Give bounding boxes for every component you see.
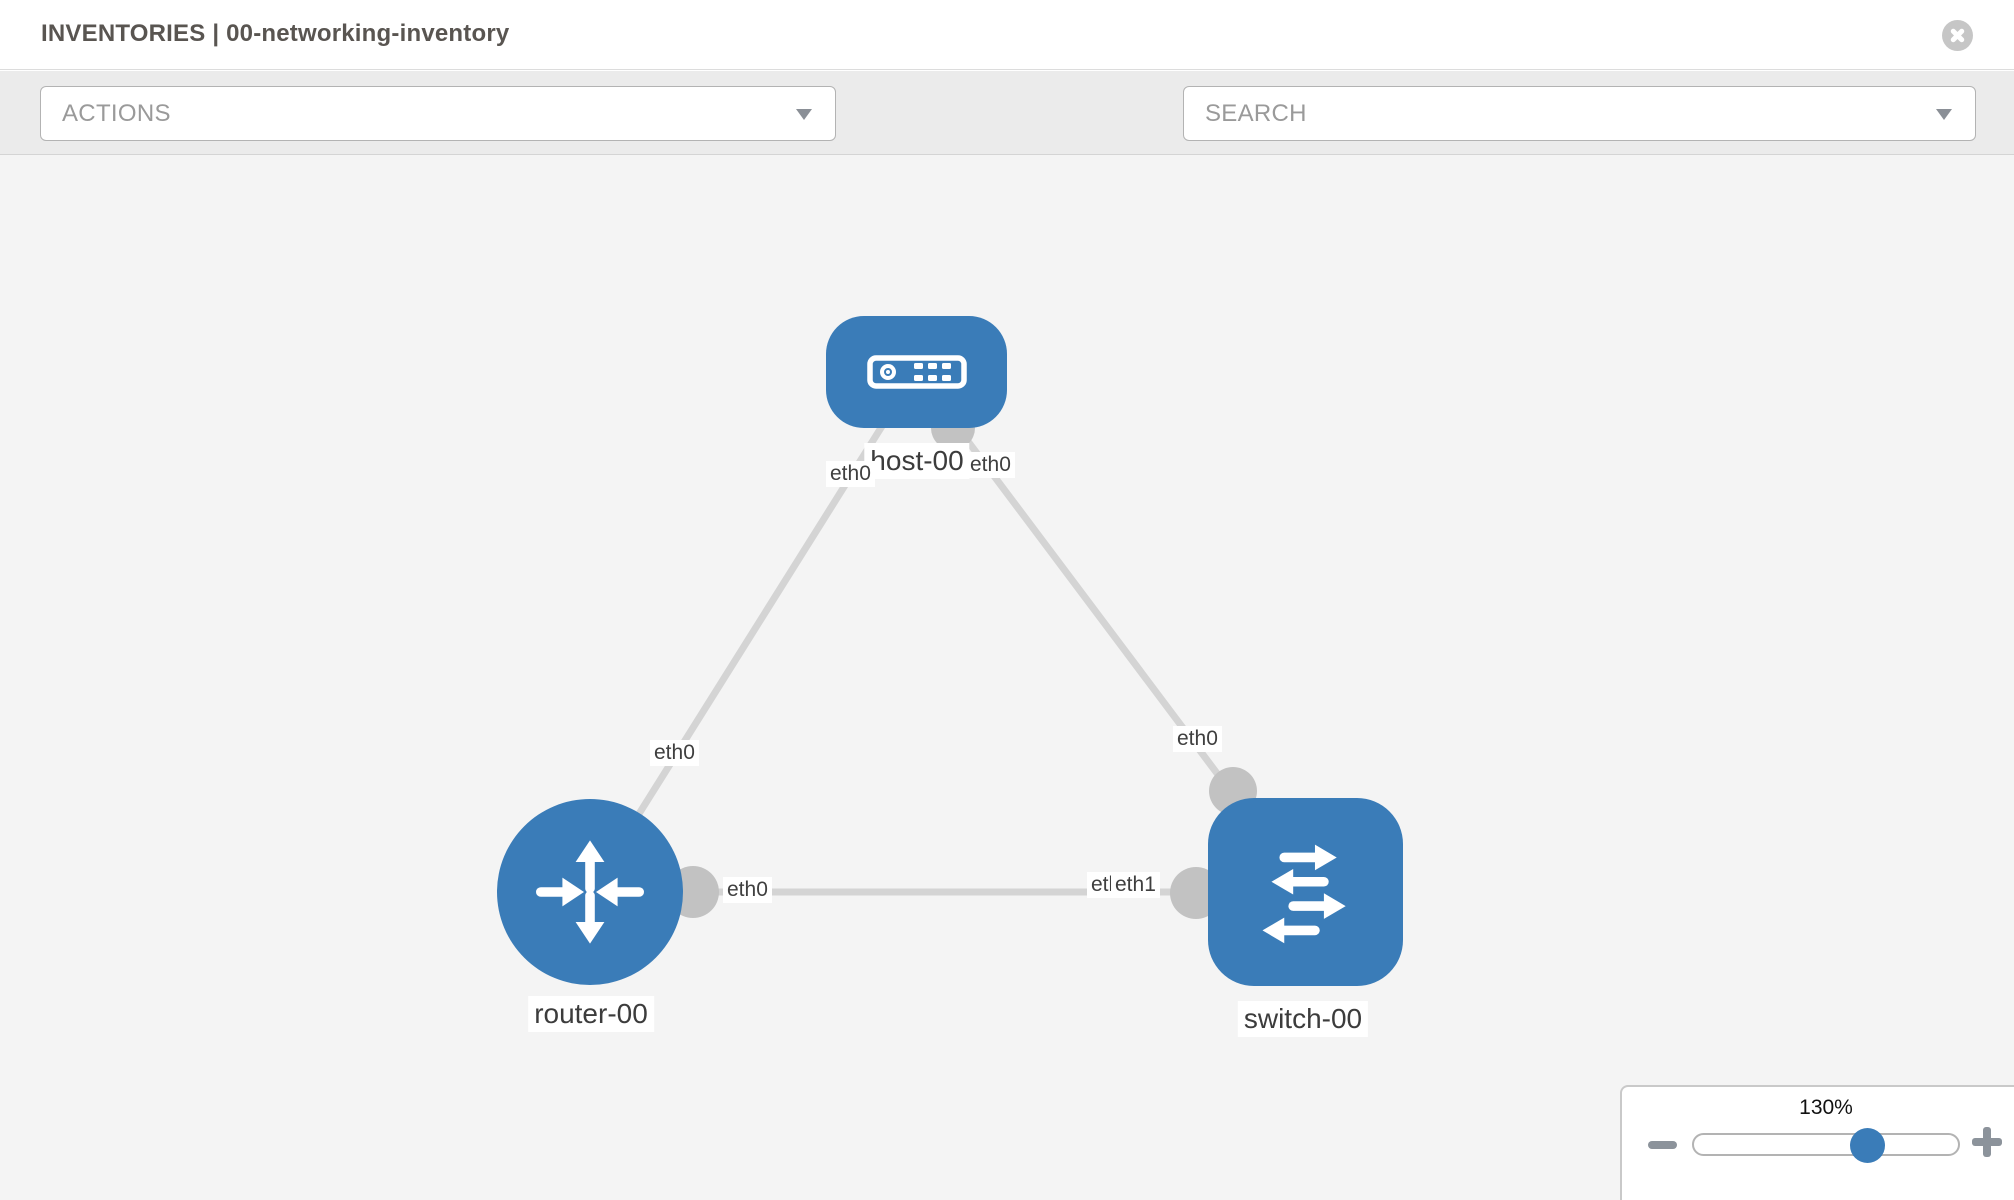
router-icon <box>536 840 644 944</box>
close-icon <box>1942 20 1973 51</box>
node-label-router: router-00 <box>528 996 654 1032</box>
actions-dropdown[interactable]: ACTIONS <box>40 86 836 141</box>
interface-label: eth0 <box>826 461 875 487</box>
chevron-down-icon <box>1936 109 1952 120</box>
header: INVENTORIES | 00-networking-inventory <box>0 0 2014 70</box>
chevron-down-icon <box>796 109 812 120</box>
minus-icon <box>1648 1141 1677 1149</box>
zoom-out-button[interactable] <box>1648 1136 1677 1154</box>
interface-label: eth0 <box>1173 726 1222 752</box>
zoom-in-button[interactable] <box>1972 1127 2002 1157</box>
actions-dropdown-label: ACTIONS <box>62 100 171 127</box>
close-button[interactable] <box>1942 20 1973 51</box>
node-host-00[interactable] <box>826 316 1007 428</box>
search-dropdown-label: SEARCH <box>1205 100 1307 127</box>
zoom-slider-handle[interactable] <box>1850 1128 1885 1163</box>
toolbar: ACTIONS SEARCH <box>0 71 2014 205</box>
zoom-slider-track[interactable] <box>1692 1128 1960 1163</box>
zoom-level: 130% <box>1799 1096 1853 1119</box>
interface-label: eth1 <box>1111 872 1160 898</box>
node-switch-00[interactable] <box>1208 798 1403 986</box>
node-router-00[interactable] <box>497 799 683 985</box>
links-layer <box>587 369 1309 919</box>
interface-label: eth0 <box>723 877 772 903</box>
link-host-router[interactable] <box>587 370 919 894</box>
interface-label: eth0 <box>650 740 699 766</box>
page-title: INVENTORIES | 00-networking-inventory <box>41 20 510 47</box>
plus-icon <box>1983 1127 1991 1157</box>
node-label-host: host-00 <box>864 443 970 479</box>
node-label-switch: switch-00 <box>1237 1001 1369 1037</box>
search-dropdown[interactable]: SEARCH <box>1183 86 1976 141</box>
switch-icon <box>1261 844 1346 944</box>
topology-canvas[interactable]: host-00 router-00 switch-00 eth0 eth0 et… <box>0 155 2014 1200</box>
host-icon <box>866 355 967 389</box>
zoom-panel: 130% <box>1620 1085 2014 1200</box>
interface-label: eth0 <box>966 452 1015 478</box>
